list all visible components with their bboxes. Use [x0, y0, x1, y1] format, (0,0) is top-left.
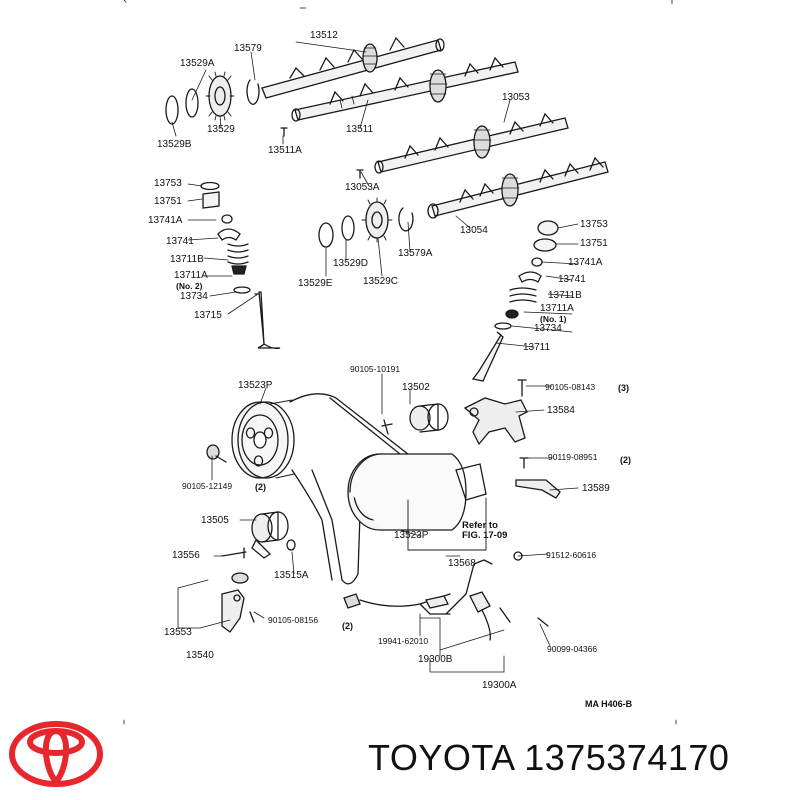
- bolt-90105-12149: [206, 444, 227, 463]
- harness-19300: [343, 551, 549, 641]
- label-13711a-right: 13711A: [540, 303, 574, 314]
- camshaft-13054: [427, 156, 609, 219]
- brand-part-number: TOYOTA 1375374170: [368, 737, 730, 778]
- label-13579a: 13579A: [398, 248, 433, 259]
- label-qty-3: (3): [618, 383, 629, 393]
- label-13734-right: 13734: [534, 323, 562, 334]
- label-13505: 13505: [201, 515, 229, 526]
- seal-13529e: [318, 222, 334, 248]
- seal-13529b: [165, 95, 179, 125]
- label-13741-left: 13741: [166, 236, 194, 247]
- valve-assembly-left: [200, 181, 281, 350]
- label-13741-right: 13741: [558, 274, 586, 285]
- label-13529a: 13529A: [180, 58, 215, 69]
- pulley-13523p-top: [231, 399, 295, 479]
- label-13523p-bottom: 13523P: [394, 530, 429, 541]
- label-13715: 13715: [194, 310, 222, 321]
- bolt-90105-10191: [381, 419, 393, 435]
- snap-ring-13579: [246, 79, 260, 105]
- sensor-13540: [221, 572, 249, 633]
- label-90105-10191: 90105-10191: [350, 364, 401, 374]
- label-13540: 13540: [186, 650, 214, 661]
- label-13568: 13568: [448, 558, 476, 569]
- label-91512-60616: 91512-60616: [546, 550, 597, 560]
- label-13553: 13553: [164, 627, 192, 638]
- label-13512: 13512: [310, 30, 338, 41]
- label-19941-62010: 19941-62010: [378, 636, 429, 646]
- label-qty-2c: (2): [342, 621, 353, 631]
- label-13751-right: 13751: [580, 238, 608, 249]
- bolt-90119-08951: [519, 457, 529, 469]
- label-13711b-right: 13711B: [548, 290, 582, 301]
- label-13751-left: 13751: [154, 196, 182, 207]
- camshaft-13053: [374, 112, 569, 174]
- label-fig-ref: FIG. 17-09: [462, 530, 508, 541]
- label-13511: 13511: [346, 124, 374, 135]
- label-90119-08951: 90119-08951: [548, 452, 598, 462]
- spacer-13515a: [286, 539, 296, 551]
- toyota-logo-icon: [9, 721, 103, 787]
- label-90099-04366: 90099-04366: [547, 644, 598, 654]
- label-13515a: 13515A: [274, 570, 309, 581]
- valve-assembly-right: [471, 220, 559, 382]
- label-13711a-left: 13711A: [174, 270, 208, 281]
- label-19300a: 19300A: [482, 680, 517, 691]
- label-13584: 13584: [547, 405, 575, 416]
- label-90105-08143: 90105-08143: [545, 382, 596, 392]
- label-13753-left: 13753: [154, 178, 182, 189]
- label-no2: (No. 2): [176, 281, 203, 291]
- label-qty-2a: (2): [255, 482, 266, 492]
- camshaft-13511: [291, 56, 519, 122]
- label-13589: 13589: [582, 483, 610, 494]
- bracket-13584: [463, 397, 528, 446]
- label-13741a-right: 13741A: [568, 257, 603, 268]
- bolt-90105-08143: [517, 379, 527, 397]
- leader-lines: [171, 41, 579, 673]
- snap-ring-13579a: [398, 207, 414, 232]
- label-13523p-top: 13523P: [238, 380, 273, 391]
- label-refer-to: Refer to: [462, 520, 498, 531]
- label-13502: 13502: [402, 382, 430, 393]
- label-13741a-left: 13741A: [148, 215, 183, 226]
- bolt-90105-08156: [249, 611, 255, 623]
- tensioner-13505: [251, 511, 289, 559]
- camshaft-13512: [261, 36, 445, 99]
- seal-13529d: [341, 215, 355, 241]
- pulley-13523p-bottom: [347, 453, 467, 531]
- seal-13529a: [185, 88, 199, 118]
- label-13753-right: 13753: [580, 219, 608, 230]
- label-13734-left: 13734: [180, 291, 208, 302]
- label-13511a: 13511A: [268, 145, 302, 156]
- label-90105-12149: 90105-12149: [182, 481, 233, 491]
- label-13711: 13711: [523, 342, 551, 353]
- plate-13589: [515, 479, 561, 499]
- label-90105-08156: 90105-08156: [268, 615, 319, 625]
- label-13529e: 13529E: [298, 278, 333, 289]
- cover-13568: [455, 463, 487, 501]
- label-13529d: 13529D: [333, 258, 369, 269]
- label-13556: 13556: [172, 550, 200, 561]
- label-ma-code: MA H406-B: [585, 699, 633, 709]
- label-no1: (No. 1): [540, 314, 567, 324]
- label-13529: 13529: [207, 124, 235, 135]
- label-13529b: 13529B: [157, 139, 192, 150]
- pin-13511a: [280, 127, 288, 137]
- gear-13529: [205, 71, 235, 121]
- pin-13053a: [356, 169, 364, 179]
- label-13053: 13053: [502, 92, 530, 103]
- label-13711b-left: 13711B: [170, 254, 204, 265]
- label-13579: 13579: [234, 43, 262, 54]
- label-13054: 13054: [460, 225, 488, 236]
- bolt-13556: [221, 547, 247, 559]
- label-13053a: 13053A: [345, 182, 380, 193]
- gear-13529c: [361, 197, 393, 243]
- idler-13502: [409, 403, 449, 433]
- label-19300b: 19300B: [418, 654, 453, 665]
- label-qty-2b: (2): [620, 455, 631, 465]
- label-13529c: 13529C: [363, 276, 399, 287]
